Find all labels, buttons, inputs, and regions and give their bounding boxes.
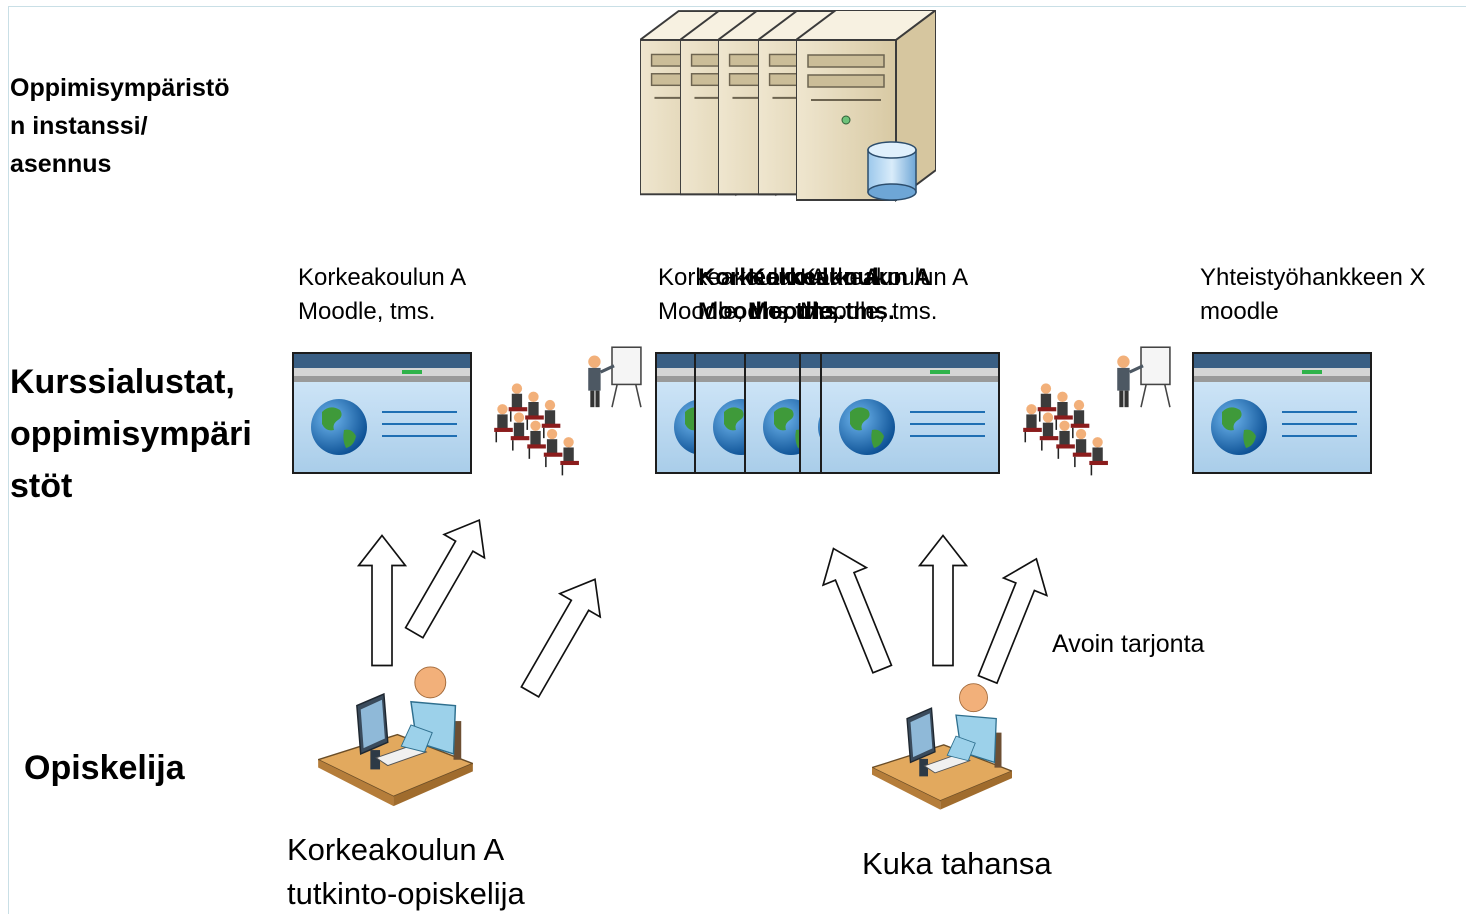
student-label: Opiskelija (24, 749, 185, 787)
access-arrow-icon (508, 566, 617, 705)
diagram-frame (8, 6, 1466, 914)
platform-label: Korkeakoulun A Moodle, tms. (748, 261, 931, 329)
platform-label-line2: Moodle, tms. (800, 298, 938, 325)
platforms-label-line: oppimisympäri (10, 415, 252, 453)
platform-screen-stack-icon (655, 352, 1000, 474)
classroom-icon (1021, 345, 1172, 477)
platforms-label: Kurssialustat, oppimisympäri stöt (10, 356, 252, 512)
instance-label-line: Oppimisympäristö (10, 74, 230, 102)
platforms-label-line: Kurssialustat, (10, 363, 235, 401)
access-arrow-icon (810, 538, 905, 679)
platform-label-line2: moodle (1200, 298, 1279, 325)
platform-label: Korkeakoulun A Moodle, tms. (658, 261, 826, 329)
platform-label-line2: Moodle, tms. (298, 298, 436, 325)
degree-student-icon (318, 666, 473, 807)
anyone-caption: Kuka tahansa (862, 846, 1052, 881)
degree-student-caption: Korkeakoulun A tutkinto-opiskelija (287, 828, 525, 916)
degree-student-caption-line: Korkeakoulun A (287, 832, 505, 867)
access-arrow-icon (393, 507, 501, 646)
classroom-icon (492, 345, 643, 477)
platform-screen-icon (292, 352, 472, 474)
platform-label-line2: Moodle, tms. (748, 298, 895, 325)
server-cluster-icon (640, 10, 936, 201)
platform-label: Korkeakoulun A Moodle, tms. (800, 261, 968, 329)
platform-label-line1: Korkeakoulun A (748, 264, 932, 291)
open-offering-label: Avoin tarjonta (1052, 630, 1205, 658)
platform-label-line1: Korkeakoulun A (658, 264, 827, 291)
platform-label: Korkeakoulun A Moodle, tms. (698, 261, 881, 329)
platform-label-line1: Korkeakoulun A (800, 264, 969, 291)
platform-screen-icon (1192, 352, 1372, 474)
access-arrow-icon (357, 534, 407, 667)
instance-label: Oppimisympäristö n instanssi/ asennus (10, 69, 230, 183)
platform-label-line1: Yhteistyöhankkeen X (1200, 264, 1426, 291)
platform-label-line2: Moodle, tms. (658, 298, 796, 325)
platform-label: Korkeakoulun A Moodle, tms. (298, 261, 466, 329)
anyone-user-icon (872, 682, 1012, 811)
platform-label-line1: Korkeakoulun A (298, 264, 467, 291)
open-offering-arrow-icon (965, 549, 1060, 690)
instance-label-line: asennus (10, 150, 112, 178)
instance-label-line: n instanssi/ (10, 112, 148, 140)
database-icon (867, 141, 917, 201)
platform-label-line2: Moodle, tms. (698, 298, 845, 325)
access-arrow-icon (918, 534, 968, 667)
platform-label-line1: Korkeakoulun A (698, 264, 882, 291)
platforms-label-line: stöt (10, 467, 73, 505)
degree-student-caption-line: tutkinto-opiskelija (287, 876, 525, 911)
platform-label: Yhteistyöhankkeen X moodle (1200, 261, 1425, 329)
